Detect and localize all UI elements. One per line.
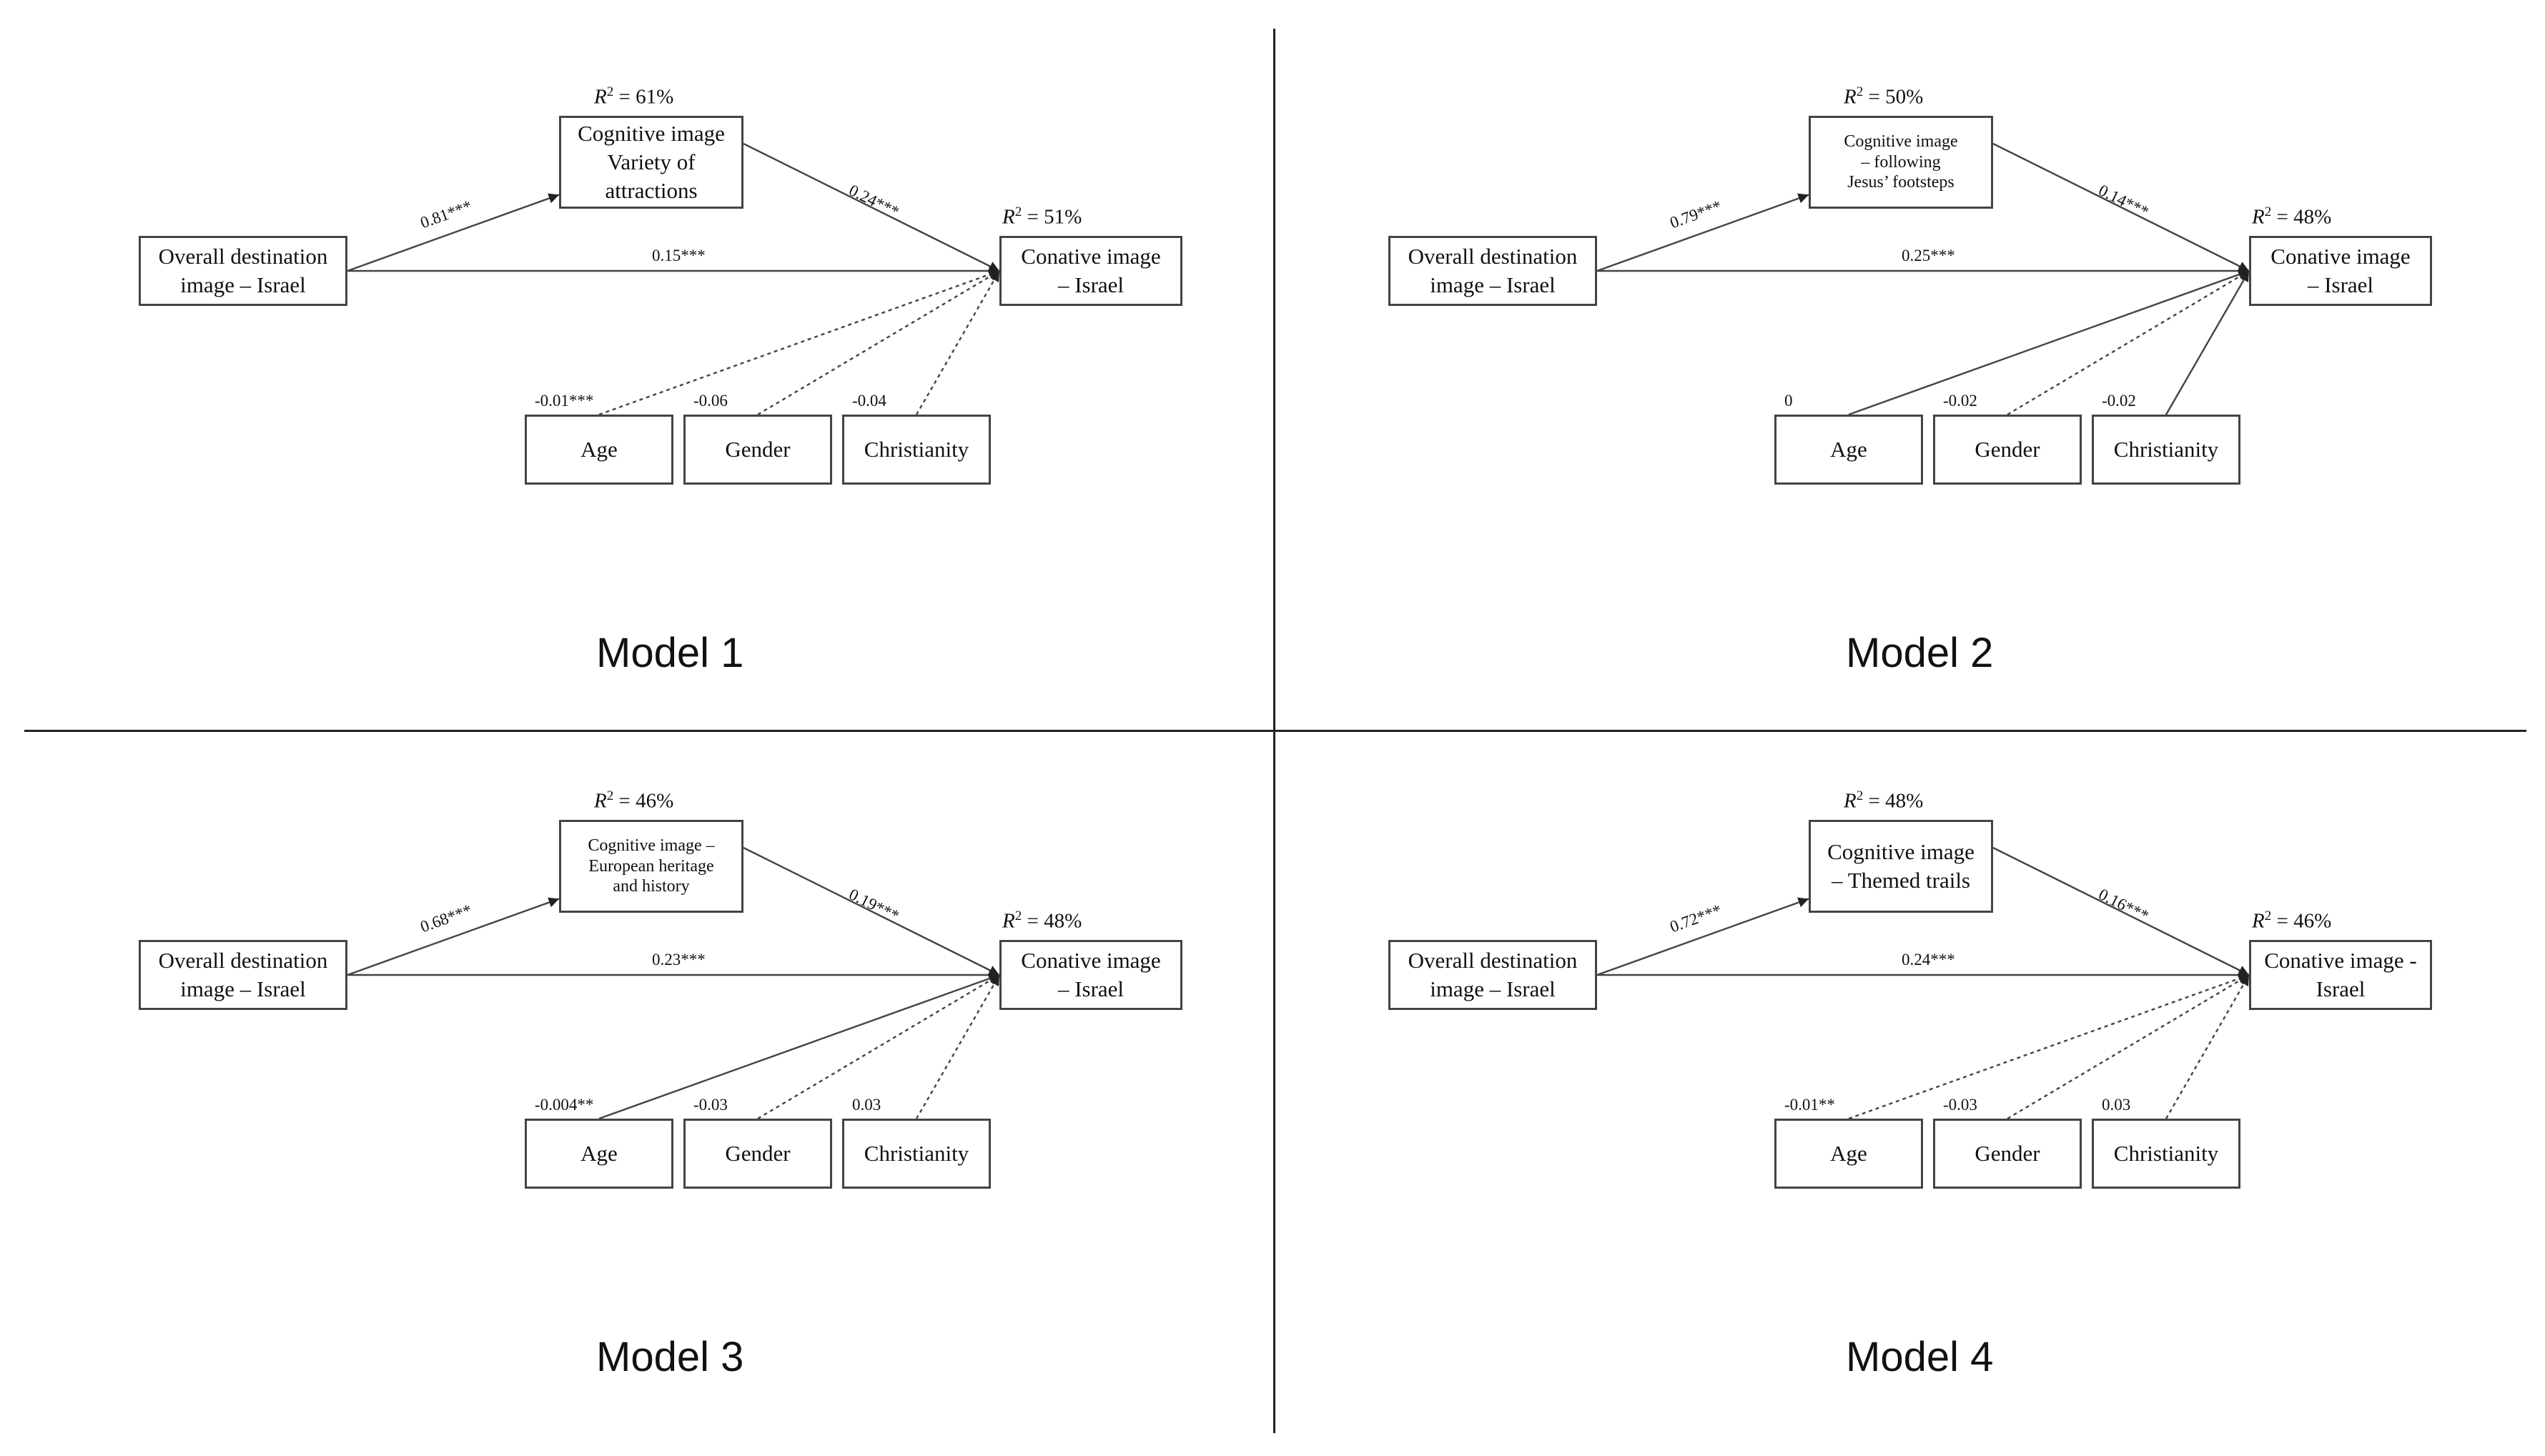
path-c-coef: 0.15***: [652, 247, 706, 264]
control-path-arrow: [2165, 270, 2250, 415]
path-a-arrow: [1596, 193, 1809, 272]
predictor-box: Overall destination image – Israel: [139, 236, 347, 306]
path-c-coef: 0.24***: [1902, 951, 1955, 969]
control-path-arrow: [1848, 974, 2250, 1120]
control-box-gender: Gender: [1933, 415, 2082, 485]
path-a-arrow: [347, 897, 560, 976]
r2-mediator-value: 46%: [636, 789, 674, 813]
control-box-christianity: Christianity: [2092, 415, 2240, 485]
outcome-box: Conative image – Israel: [2249, 236, 2432, 306]
control-coef: -0.04: [852, 392, 886, 410]
control-box-christianity: Christianity: [842, 415, 991, 485]
control-path-arrow: [915, 974, 1001, 1119]
control-path-arrow: [1848, 269, 2250, 416]
control-box-age: Age: [1774, 1119, 1923, 1189]
control-coef: -0.06: [693, 392, 728, 410]
r2-outcome: R2 = 46%: [2252, 908, 2332, 933]
r2-outcome: R2 = 48%: [1002, 908, 1082, 933]
control-box-age: Age: [525, 1119, 673, 1189]
model-title: Model 4: [1846, 1334, 1994, 1380]
control-coef: -0.01***: [535, 392, 594, 410]
r2-outcome: R2 = 51%: [1002, 204, 1082, 229]
control-box-gender: Gender: [1933, 1119, 2082, 1189]
predictor-box: Overall destination image – Israel: [139, 940, 347, 1010]
r2-mediator: R2 = 48%: [1844, 788, 1924, 813]
control-box-age: Age: [1774, 415, 1923, 485]
control-path-arrow: [2165, 974, 2250, 1119]
control-coef: 0.03: [2102, 1096, 2131, 1114]
control-coef: -0.03: [693, 1096, 728, 1114]
horizontal-divider: [24, 730, 2526, 732]
control-coef: 0: [1784, 392, 1793, 410]
outcome-box: Conative image – Israel: [999, 236, 1182, 306]
mediator-box: Cognitive image – European heritage and …: [559, 820, 743, 913]
control-coef: -0.004**: [535, 1096, 594, 1114]
path-a-arrow: [347, 193, 560, 272]
r2-outcome-value: 51%: [1044, 205, 1082, 229]
path-b-arrow: [743, 846, 1000, 976]
control-path-arrow: [598, 269, 1000, 416]
r2-mediator: R2 = 50%: [1844, 84, 1924, 109]
predictor-box: Overall destination image – Israel: [1388, 236, 1597, 306]
outcome-box: Conative image – Israel: [999, 940, 1182, 1010]
path-c-coef: 0.23***: [652, 951, 706, 969]
control-box-age: Age: [525, 415, 673, 485]
control-coef: 0.03: [852, 1096, 881, 1114]
control-box-gender: Gender: [683, 415, 832, 485]
model-title: Model 3: [596, 1334, 744, 1380]
control-coef: -0.01**: [1784, 1096, 1835, 1114]
control-coef: -0.02: [2102, 392, 2136, 410]
mediator-box: Cognitive image – Themed trails: [1809, 820, 1993, 913]
model-title: Model 2: [1846, 630, 1994, 676]
control-path-arrow: [915, 270, 1001, 415]
control-path-arrow: [598, 974, 1000, 1120]
r2-mediator: R2 = 46%: [594, 788, 674, 813]
path-b-arrow: [1992, 142, 2250, 272]
r2-outcome: R2 = 48%: [2252, 204, 2332, 229]
outcome-box: Conative image - Israel: [2249, 940, 2432, 1010]
control-coef: -0.02: [1943, 392, 1977, 410]
control-box-gender: Gender: [683, 1119, 832, 1189]
r2-outcome-value: 48%: [2293, 205, 2332, 229]
r2-mediator-value: 61%: [636, 85, 674, 109]
path-b-arrow: [743, 142, 1000, 272]
control-box-christianity: Christianity: [842, 1119, 991, 1189]
path-a-arrow: [1596, 897, 1809, 976]
r2-outcome-value: 46%: [2293, 909, 2332, 933]
control-coef: -0.03: [1943, 1096, 1977, 1114]
r2-mediator: R2 = 61%: [594, 84, 674, 109]
path-b-arrow: [1992, 846, 2250, 976]
mediator-box: Cognitive image – following Jesus’ foots…: [1809, 116, 1993, 209]
predictor-box: Overall destination image – Israel: [1388, 940, 1597, 1010]
model-title: Model 1: [596, 630, 744, 676]
r2-mediator-value: 50%: [1885, 85, 1924, 109]
path-c-coef: 0.25***: [1902, 247, 1955, 264]
control-box-christianity: Christianity: [2092, 1119, 2240, 1189]
r2-mediator-value: 48%: [1885, 789, 1924, 813]
mediator-box: Cognitive image Variety of attractions: [559, 116, 743, 209]
r2-outcome-value: 48%: [1044, 909, 1082, 933]
